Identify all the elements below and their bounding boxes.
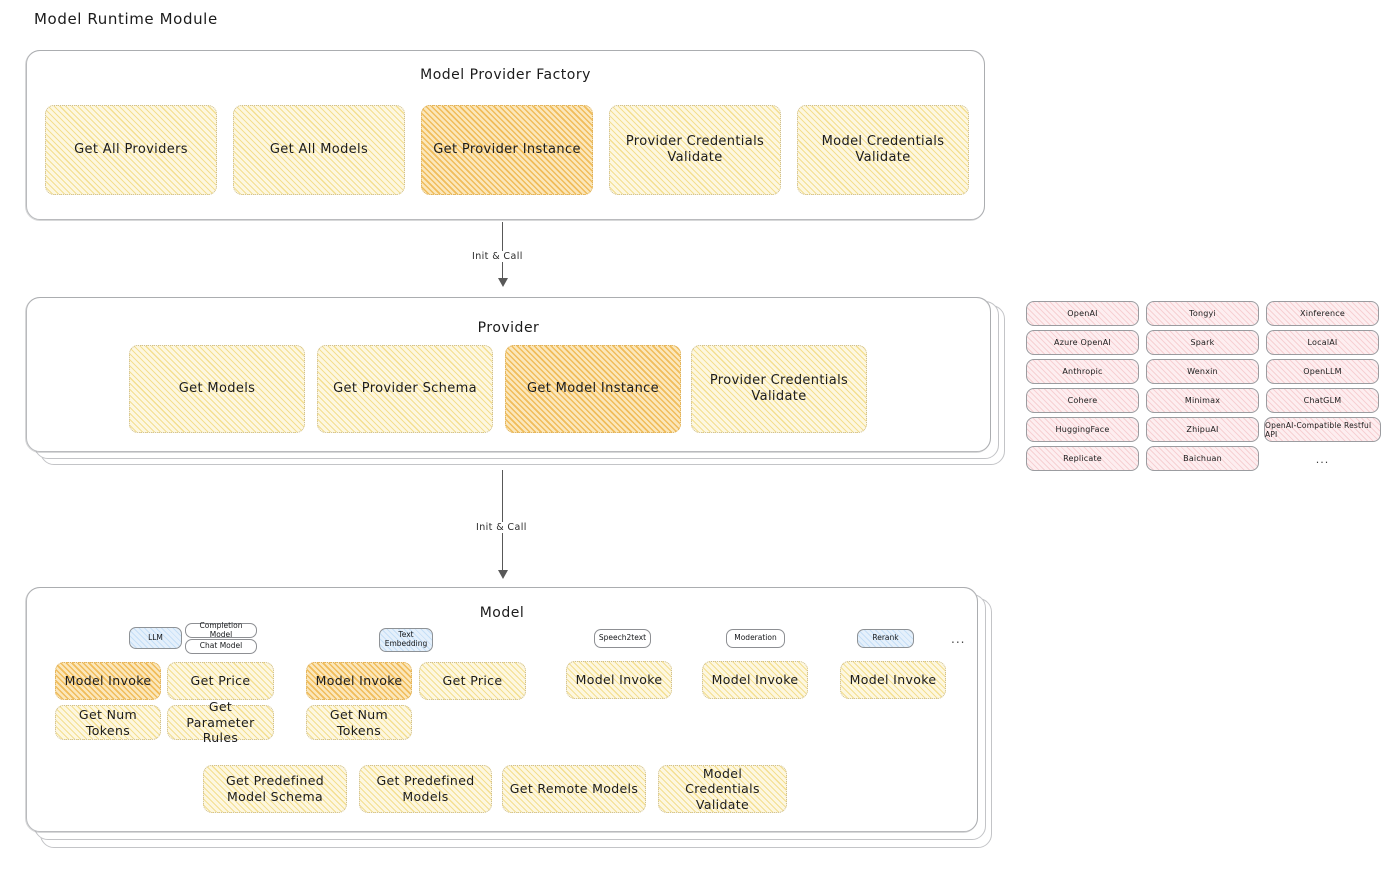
model-type-badge-speech2text[interactable]: Speech2text	[594, 629, 651, 648]
arrow-factory-to-provider-label: Init & Call	[468, 251, 527, 262]
provider-chip-openllm[interactable]: OpenLLM	[1266, 359, 1379, 384]
node-speech2text-model-invoke[interactable]: Model Invoke	[566, 661, 672, 699]
provider-chip-localai[interactable]: LocalAI	[1266, 330, 1379, 355]
arrow-provider-to-model-head	[498, 570, 508, 579]
provider-list-more: ...	[1315, 452, 1330, 466]
node-get-provider-schema[interactable]: Get Provider Schema	[317, 345, 493, 433]
node-embedding-get-num-tokens[interactable]: Get Num Tokens	[306, 705, 412, 740]
node-get-models[interactable]: Get Models	[129, 345, 305, 433]
provider-chip-azure-openai[interactable]: Azure OpenAI	[1026, 330, 1139, 355]
provider-chip-baichuan[interactable]: Baichuan	[1146, 446, 1259, 471]
node-provider-credentials-validate-2[interactable]: Provider Credentials Validate	[691, 345, 867, 433]
node-get-provider-instance[interactable]: Get Provider Instance	[421, 105, 593, 195]
node-get-remote-models[interactable]: Get Remote Models	[502, 765, 646, 813]
model-title: Model	[479, 605, 525, 621]
node-llm-get-price[interactable]: Get Price	[167, 662, 274, 700]
node-llm-get-num-tokens[interactable]: Get Num Tokens	[55, 705, 161, 740]
node-get-all-models[interactable]: Get All Models	[233, 105, 405, 195]
provider-chip-chatglm[interactable]: ChatGLM	[1266, 388, 1379, 413]
provider-chip-wenxin[interactable]: Wenxin	[1146, 359, 1259, 384]
provider-chip-zhipuai[interactable]: ZhipuAI	[1146, 417, 1259, 442]
node-moderation-model-invoke[interactable]: Model Invoke	[702, 661, 808, 699]
provider-chip-cohere[interactable]: Cohere	[1026, 388, 1139, 413]
node-embedding-model-invoke[interactable]: Model Invoke	[306, 662, 412, 700]
arrow-factory-to-provider-head	[498, 278, 508, 287]
node-get-model-instance[interactable]: Get Model Instance	[505, 345, 681, 433]
provider-title: Provider	[477, 320, 540, 336]
provider-chip-openai[interactable]: OpenAI	[1026, 301, 1139, 326]
node-llm-get-parameter-rules[interactable]: Get Parameter Rules	[167, 699, 274, 745]
provider-chip-spark[interactable]: Spark	[1146, 330, 1259, 355]
arrow-provider-to-model-label: Init & Call	[472, 522, 531, 533]
model-type-badge-rerank[interactable]: Rerank	[857, 629, 914, 648]
model-type-badge-llm[interactable]: LLM	[129, 627, 182, 649]
node-get-predefined-models[interactable]: Get Predefined Models	[359, 765, 492, 813]
provider-chip-replicate[interactable]: Replicate	[1026, 446, 1139, 471]
provider-chip-huggingface[interactable]: HuggingFace	[1026, 417, 1139, 442]
provider-chip-openai-compatible-restful-api[interactable]: OpenAI-Compatible Restful API	[1264, 417, 1381, 442]
node-get-all-providers[interactable]: Get All Providers	[45, 105, 217, 195]
model-types-more: ...	[951, 632, 966, 646]
model-type-badge-completion-model[interactable]: Completion Model	[185, 621, 257, 638]
node-provider-credentials-validate[interactable]: Provider Credentials Validate	[609, 105, 781, 195]
model-provider-factory-title: Model Provider Factory	[420, 67, 591, 83]
node-model-credentials-validate-2[interactable]: Model Credentials Validate	[658, 765, 787, 813]
node-rerank-model-invoke[interactable]: Model Invoke	[840, 661, 946, 699]
provider-chip-tongyi[interactable]: Tongyi	[1146, 301, 1259, 326]
model-type-badge-chat-model[interactable]: Chat Model	[185, 639, 257, 654]
page-title: Model Runtime Module	[34, 10, 218, 28]
node-get-predefined-model-schema[interactable]: Get Predefined Model Schema	[203, 765, 347, 813]
node-model-credentials-validate[interactable]: Model Credentials Validate	[797, 105, 969, 195]
model-type-badge-text-embedding[interactable]: Text Embedding	[379, 628, 433, 652]
provider-chip-minimax[interactable]: Minimax	[1146, 388, 1259, 413]
provider-chip-xinference[interactable]: Xinference	[1266, 301, 1379, 326]
model-type-badge-moderation[interactable]: Moderation	[726, 629, 785, 648]
node-llm-model-invoke[interactable]: Model Invoke	[55, 662, 161, 700]
provider-chip-anthropic[interactable]: Anthropic	[1026, 359, 1139, 384]
node-embedding-get-price[interactable]: Get Price	[419, 662, 526, 700]
